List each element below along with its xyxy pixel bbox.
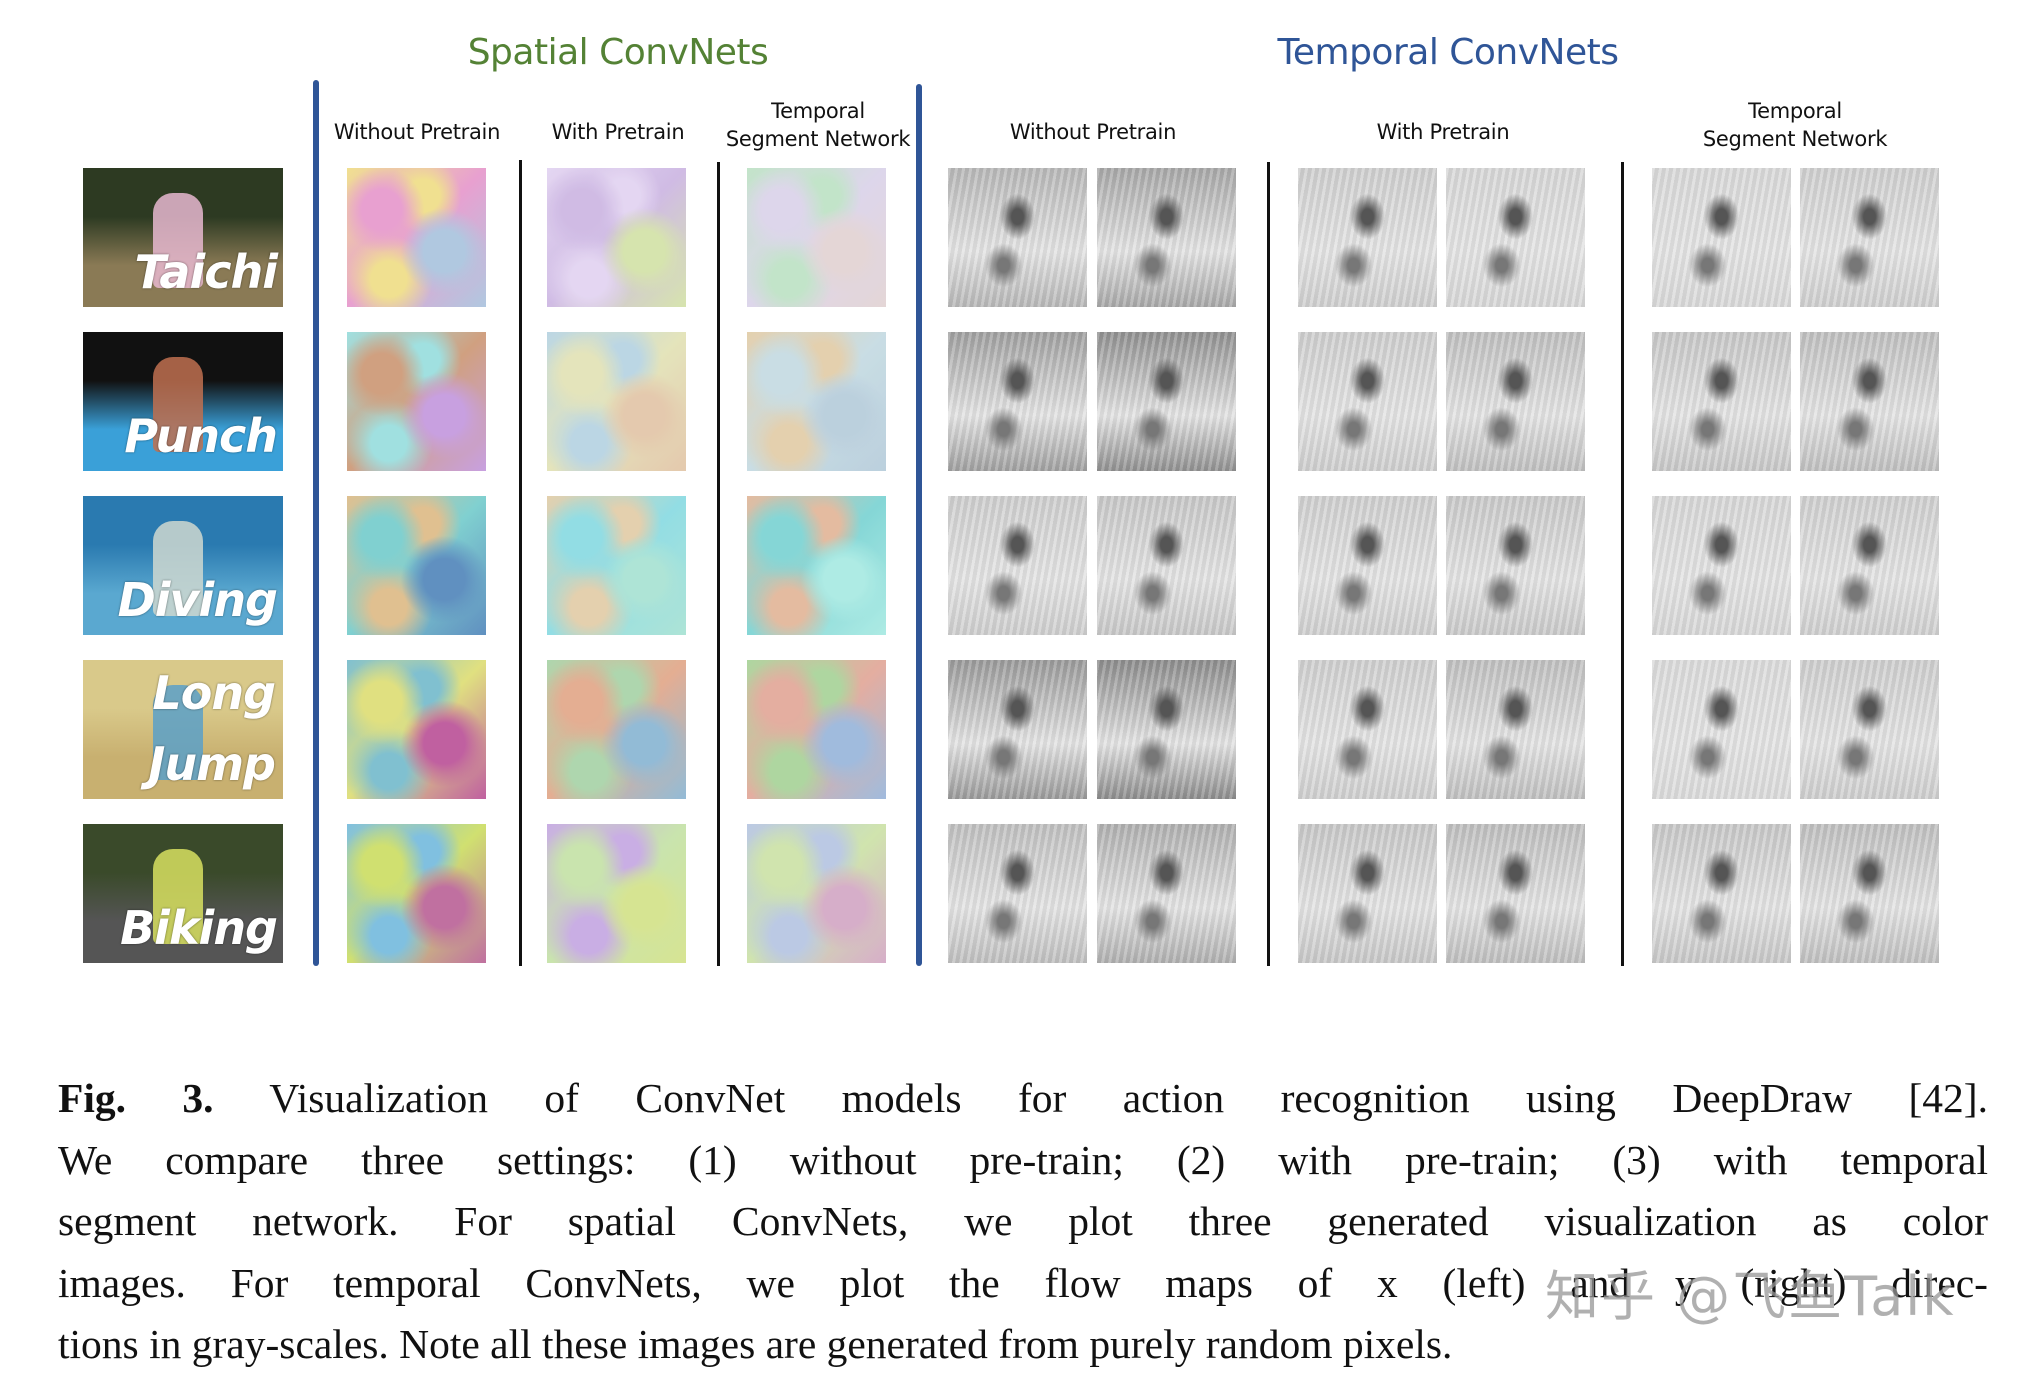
spatial-visualization-without-pretrain-long-jump — [347, 660, 486, 799]
label-line: Segment Network — [1702, 127, 1888, 151]
temporal-flow-map-y-with-pretrain-biking — [1446, 824, 1585, 963]
action-label: Biking — [120, 901, 278, 955]
temporal-column-divider-1 — [1267, 162, 1270, 966]
temporal-flow-map-y-tsn-long-jump — [1800, 660, 1939, 799]
temporal-column-divider-2 — [1621, 162, 1624, 966]
action-label-line-1: Long — [152, 666, 276, 720]
action-thumbnail-taichi: Taichi — [83, 168, 283, 307]
temporal-flow-map-y-tsn-punch — [1800, 332, 1939, 471]
temporal-flow-map-y-tsn-biking — [1800, 824, 1939, 963]
temporal-flow-map-x-tsn-punch — [1652, 332, 1791, 471]
thumbnail-subject — [153, 357, 203, 452]
temporal-flow-map-y-without-pretrain-long-jump — [1097, 660, 1236, 799]
label-line: Temporal — [771, 99, 865, 123]
spatial-visualization-with-pretrain-taichi — [547, 168, 686, 307]
spatial-col-with-pretrain-label: With Pretrain — [551, 120, 685, 144]
spatial-col-tsn-label: Temporal Segment Network — [725, 97, 911, 153]
watermark: 知乎 @飞鱼Talk — [1545, 1265, 1956, 1328]
temporal-flow-map-y-with-pretrain-diving — [1446, 496, 1585, 635]
temporal-flow-map-x-with-pretrain-long-jump — [1298, 660, 1437, 799]
spatial-visualization-tsn-punch — [747, 332, 886, 471]
spatial-visualization-without-pretrain-punch — [347, 332, 486, 471]
temporal-flow-map-y-with-pretrain-punch — [1446, 332, 1585, 471]
temporal-flow-map-y-with-pretrain-long-jump — [1446, 660, 1585, 799]
temporal-flow-map-x-without-pretrain-biking — [948, 824, 1087, 963]
temporal-flow-map-y-with-pretrain-taichi — [1446, 168, 1585, 307]
thumbnail-subject — [153, 521, 203, 616]
thumbnail-subject — [153, 193, 203, 288]
temporal-flow-map-y-tsn-taichi — [1800, 168, 1939, 307]
temporal-flow-map-x-without-pretrain-taichi — [948, 168, 1087, 307]
spatial-visualization-tsn-long-jump — [747, 660, 886, 799]
temporal-flow-map-x-without-pretrain-diving — [948, 496, 1087, 635]
temporal-convnets-title: Temporal ConvNets — [1277, 32, 1619, 73]
spatial-visualization-without-pretrain-taichi — [347, 168, 486, 307]
spatial-convnets-title: Spatial ConvNets — [467, 32, 769, 73]
temporal-col-with-pretrain-label: With Pretrain — [1376, 120, 1510, 144]
spatial-visualization-tsn-biking — [747, 824, 886, 963]
caption-text: Visualization of ConvNet models for acti… — [213, 1075, 1988, 1121]
spatial-temporal-separator — [916, 84, 922, 966]
label-line: Segment Network — [725, 127, 911, 151]
spatial-visualization-with-pretrain-punch — [547, 332, 686, 471]
figure-caption: Fig. 3. Visualization of ConvNet models … — [58, 1068, 1988, 1376]
temporal-flow-map-x-with-pretrain-punch — [1298, 332, 1437, 471]
spatial-visualization-with-pretrain-long-jump — [547, 660, 686, 799]
caption-line-3: segment network. For spatial ConvNets, w… — [58, 1198, 1988, 1244]
spatial-visualization-without-pretrain-biking — [347, 824, 486, 963]
action-label: Punch — [124, 409, 278, 463]
action-thumbnail-biking: Biking — [83, 824, 283, 963]
caption-figure-label: Fig. 3. — [58, 1075, 214, 1121]
spatial-visualization-tsn-taichi — [747, 168, 886, 307]
temporal-flow-map-x-tsn-long-jump — [1652, 660, 1791, 799]
action-thumbnail-punch: Punch — [83, 332, 283, 471]
spatial-left-separator — [313, 80, 319, 966]
caption-line-1: Fig. 3. Visualization of ConvNet models … — [58, 1068, 1988, 1130]
temporal-flow-map-x-with-pretrain-diving — [1298, 496, 1437, 635]
thumbnail-subject — [153, 685, 203, 780]
spatial-column-divider-2 — [717, 162, 720, 966]
spatial-visualization-tsn-diving — [747, 496, 886, 635]
caption-line-2: We compare three settings: (1) without p… — [58, 1136, 1988, 1183]
temporal-flow-map-x-with-pretrain-taichi — [1298, 168, 1437, 307]
spatial-visualization-without-pretrain-diving — [347, 496, 486, 635]
label-line: Temporal — [1748, 99, 1842, 123]
temporal-flow-map-x-without-pretrain-long-jump — [948, 660, 1087, 799]
caption-line-5: tions in gray-scales. Note all these ima… — [58, 1321, 1453, 1367]
temporal-flow-map-y-tsn-diving — [1800, 496, 1939, 635]
action-label: Taichi — [134, 245, 278, 299]
action-label: Diving — [117, 573, 278, 627]
action-thumbnail-diving: Diving — [83, 496, 283, 635]
temporal-flow-map-x-without-pretrain-punch — [948, 332, 1087, 471]
temporal-flow-map-y-without-pretrain-diving — [1097, 496, 1236, 635]
spatial-col-without-pretrain-label: Without Pretrain — [333, 120, 501, 144]
temporal-col-without-pretrain-label: Without Pretrain — [1009, 120, 1177, 144]
temporal-flow-map-y-without-pretrain-biking — [1097, 824, 1236, 963]
temporal-flow-map-x-with-pretrain-biking — [1298, 824, 1437, 963]
action-label-line-2: Jump — [148, 737, 276, 791]
thumbnail-subject — [153, 849, 203, 944]
spatial-visualization-with-pretrain-diving — [547, 496, 686, 635]
temporal-flow-map-x-tsn-diving — [1652, 496, 1791, 635]
temporal-flow-map-y-without-pretrain-taichi — [1097, 168, 1236, 307]
caption-line-4: images. For temporal ConvNets, we plot t… — [58, 1259, 1988, 1306]
temporal-flow-map-x-tsn-taichi — [1652, 168, 1791, 307]
temporal-col-tsn-label: Temporal Segment Network — [1702, 97, 1888, 153]
temporal-flow-map-y-without-pretrain-punch — [1097, 332, 1236, 471]
temporal-flow-map-x-tsn-biking — [1652, 824, 1791, 963]
spatial-visualization-with-pretrain-biking — [547, 824, 686, 963]
spatial-column-divider-1 — [519, 160, 522, 966]
